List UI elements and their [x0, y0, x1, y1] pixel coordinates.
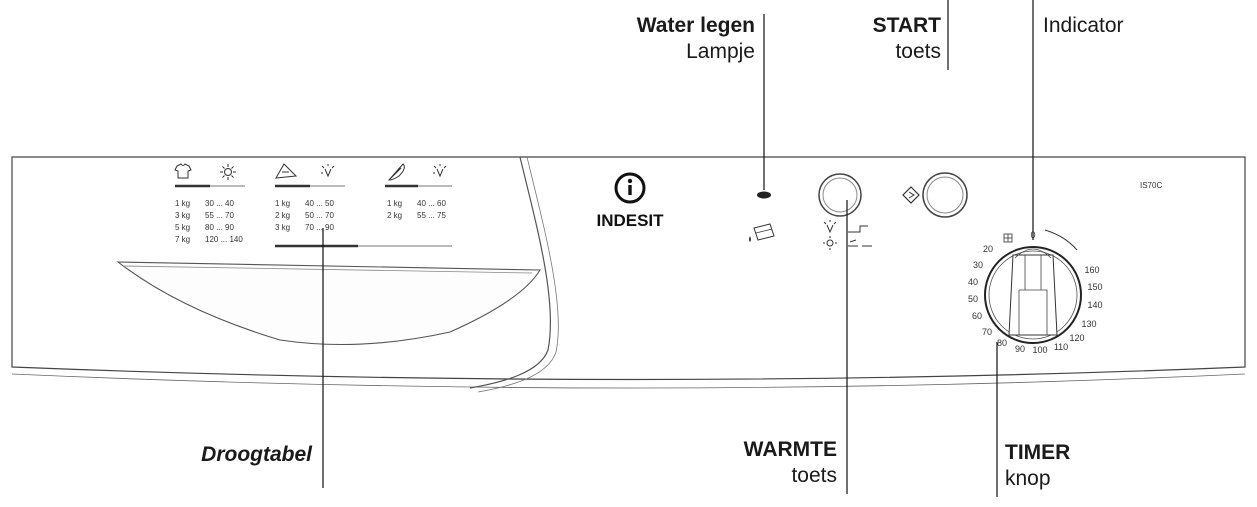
door-curve-inner	[477, 156, 559, 393]
callout-title: Water legen	[636, 14, 755, 37]
panel-lower-edge	[11, 373, 1246, 389]
table-cell-kg: 5 kg	[175, 223, 190, 232]
cotton-shirt-icon	[174, 163, 192, 179]
start-diamond-icon	[902, 186, 920, 204]
table-cell-kg: 2 kg	[275, 211, 290, 220]
table-cell-time: 50 ... 70	[305, 211, 334, 220]
table-cell-time: 55 ... 70	[205, 211, 234, 220]
synthetics-icon	[275, 163, 298, 179]
handle-recess	[116, 261, 541, 346]
high-heat-icon	[823, 236, 837, 250]
callout-subtitle: knop	[1005, 467, 1051, 490]
delicates-feather-icon	[387, 163, 405, 181]
timer-scale-label: 20	[983, 244, 993, 254]
table-cell-kg: 1 kg	[175, 199, 190, 208]
callout-title: Droogtabel	[201, 443, 312, 466]
timer-scale-label: 120	[1069, 333, 1084, 343]
high-heat-icon	[220, 164, 236, 180]
table-cell-time: 40 ... 50	[305, 199, 334, 208]
table-cell-time: 40 ... 60	[417, 199, 446, 208]
timer-scale-label: 150	[1087, 282, 1102, 292]
table-cell-time: 70 ... 90	[305, 223, 334, 232]
callout-title: START	[872, 14, 941, 37]
timer-scale-label: 30	[973, 260, 983, 270]
timer-scale-label: 160	[1084, 265, 1099, 275]
table-cell-kg: 2 kg	[387, 211, 402, 220]
timer-scale-label: 130	[1081, 319, 1096, 329]
timer-dial[interactable]	[984, 246, 1082, 344]
table-cell-kg: 1 kg	[387, 199, 402, 208]
callout-timer: TIMER knop	[1005, 440, 1070, 492]
callout-title: Indicator	[1043, 14, 1124, 37]
heat-level-icons	[823, 220, 872, 250]
callout-subtitle: toets	[895, 40, 941, 63]
table-cell-kg: 1 kg	[275, 199, 290, 208]
table-cell-kg: 7 kg	[175, 235, 190, 244]
low-heat-icon	[823, 220, 837, 234]
water-legen-lamp	[757, 191, 771, 199]
table-cell-time: 30 ... 40	[205, 199, 234, 208]
callout-indicator: Indicator	[1043, 13, 1124, 39]
low-heat-icon	[321, 164, 335, 178]
timer-scale-label: 100	[1032, 345, 1047, 355]
cool-down-icon	[1003, 233, 1013, 243]
timer-scale-label: 40	[968, 277, 978, 287]
callout-title: WARMTE	[743, 438, 837, 461]
callout-title: TIMER	[1005, 441, 1071, 464]
low-heat-icon	[433, 164, 447, 178]
warmte-button[interactable]	[818, 173, 862, 217]
water-container-icon	[749, 223, 775, 242]
table-cell-time: 80 ... 90	[205, 223, 234, 232]
callout-subtitle: Lampje	[686, 40, 755, 63]
callout-water-legen: Water legen Lampje	[637, 13, 755, 65]
callout-warmte: WARMTE toets	[744, 437, 837, 489]
callout-subtitle: toets	[791, 464, 837, 487]
table-cell-kg: 3 kg	[275, 223, 290, 232]
timer-scale-label: 140	[1087, 300, 1102, 310]
table-cell-time: 55 ... 75	[417, 211, 446, 220]
brand-name: INDESIT	[596, 211, 664, 230]
callout-droogtabel: Droogtabel	[201, 442, 312, 468]
table-cell-kg: 3 kg	[175, 211, 190, 220]
timer-scale-label: 80	[997, 338, 1007, 348]
timer-scale-label: 90	[1015, 344, 1025, 354]
handle-recess-inner	[123, 265, 533, 274]
drying-table: 1 kg 30 ... 40 3 kg 55 ... 70 5 kg 80 ..…	[174, 163, 452, 248]
timer-scale-label: 60	[972, 311, 982, 321]
timer-scale-label: 50	[968, 294, 978, 304]
timer-direction-arc	[1044, 229, 1078, 251]
indesit-logo-icon	[614, 172, 646, 204]
table-cell-time: 120 ... 140	[205, 235, 243, 244]
callout-start: START toets	[873, 13, 941, 65]
timer-scale-label: 70	[982, 327, 992, 337]
start-button[interactable]	[922, 172, 968, 218]
door-curve	[469, 156, 551, 389]
timer-scale-label: 110	[1054, 342, 1068, 352]
model-number: IS70C	[1140, 181, 1162, 190]
